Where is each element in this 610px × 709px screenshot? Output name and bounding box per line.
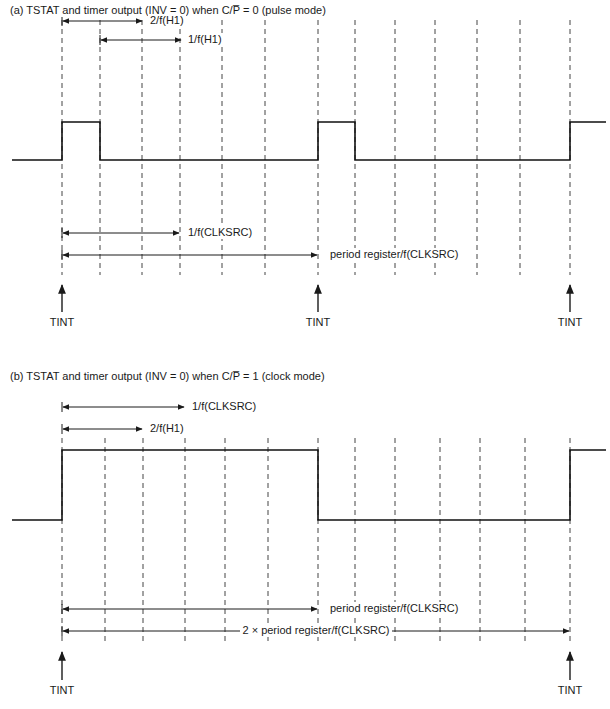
dimension-tick bbox=[62, 228, 63, 238]
signal-name: TINT bbox=[556, 316, 584, 329]
grid-line bbox=[265, 20, 266, 275]
dimension-arrow bbox=[63, 429, 142, 430]
dimension-tick bbox=[62, 626, 63, 636]
grid-line bbox=[480, 438, 481, 645]
grid-line bbox=[105, 438, 106, 645]
signal-name: TINT bbox=[48, 316, 76, 329]
grid-line bbox=[185, 438, 186, 645]
grid-line bbox=[520, 20, 521, 275]
grid-line bbox=[525, 438, 526, 645]
dimension-tick bbox=[62, 424, 63, 434]
dimension-arrow bbox=[101, 40, 181, 41]
dimension-label: 2 × period register/f(CLKSRC) bbox=[240, 624, 391, 637]
grid-line bbox=[477, 20, 478, 275]
dimension-arrow bbox=[63, 407, 184, 408]
dimension-label: 1/f(CLKSRC) bbox=[190, 400, 258, 413]
dimension-label: period register/f(CLKSRC) bbox=[328, 602, 460, 615]
interrupt-arrow bbox=[61, 285, 62, 312]
dimension-label: 1/f(H1) bbox=[186, 33, 224, 46]
dimension-tick bbox=[62, 402, 63, 412]
signal-name: TINT bbox=[304, 316, 332, 329]
timer-waveform bbox=[12, 450, 606, 520]
grid-line bbox=[268, 438, 269, 645]
dimension-label: 2/f(H1) bbox=[148, 422, 186, 435]
signal-name: TINT bbox=[48, 684, 76, 697]
dimension-tick bbox=[62, 16, 63, 26]
dimension-label: 2/f(H1) bbox=[148, 14, 186, 27]
dimension-tick bbox=[62, 250, 63, 260]
grid-line bbox=[180, 20, 181, 275]
interrupt-arrow bbox=[61, 652, 62, 680]
grid-line bbox=[225, 438, 226, 645]
dimension-tick bbox=[62, 604, 63, 614]
dimension-label: period register/f(CLKSRC) bbox=[328, 248, 460, 261]
dimension-tick bbox=[100, 35, 101, 45]
figure-caption: (b) TSTAT and timer output (INV = 0) whe… bbox=[8, 370, 327, 383]
signal-name: TINT bbox=[556, 684, 584, 697]
grid-line bbox=[435, 20, 436, 275]
grid-line bbox=[142, 20, 143, 275]
grid-line bbox=[143, 438, 144, 645]
dimension-label: 1/f(CLKSRC) bbox=[186, 226, 254, 239]
timer-waveform bbox=[12, 122, 606, 160]
dimension-arrow bbox=[63, 255, 317, 256]
interrupt-arrow bbox=[569, 285, 570, 312]
dimension-arrow bbox=[63, 609, 317, 610]
dimension-arrow bbox=[63, 233, 179, 234]
interrupt-arrow bbox=[569, 652, 570, 680]
grid-line bbox=[395, 20, 396, 275]
dimension-arrow bbox=[63, 21, 142, 22]
interrupt-arrow bbox=[317, 285, 318, 312]
